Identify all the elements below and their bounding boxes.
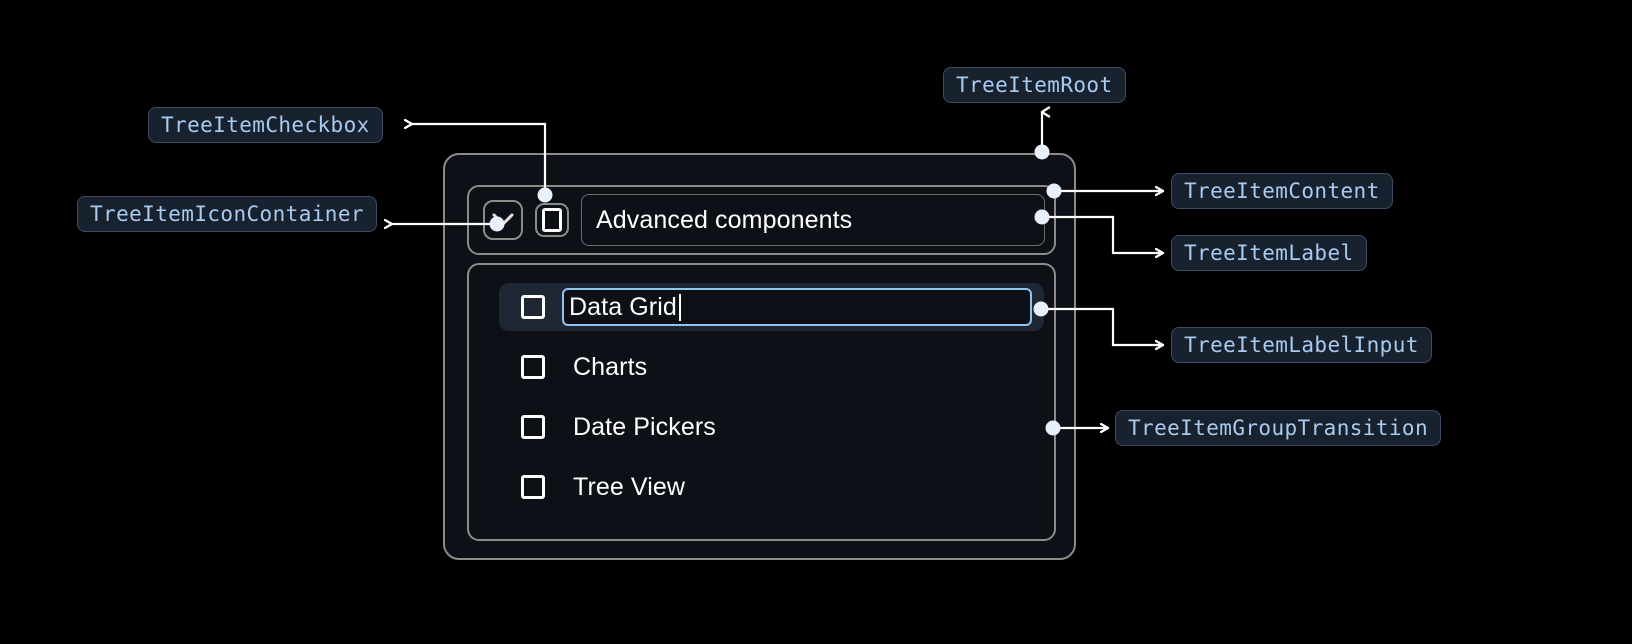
label-input-value: Data Grid: [569, 292, 677, 321]
child-checkbox-icon[interactable]: [521, 355, 545, 379]
child-checkbox-icon[interactable]: [521, 475, 545, 499]
chevron-down-icon: [492, 213, 514, 227]
tree-item-group-transition: Data Grid Charts Date Pickers Tree View: [467, 263, 1056, 541]
tree-item-content[interactable]: Advanced components: [467, 185, 1056, 255]
annotation-tree-item-label: TreeItemLabel: [1171, 235, 1367, 271]
text-caret: [678, 293, 681, 321]
tree-item-icon-container[interactable]: [483, 200, 523, 240]
list-item-label: Date Pickers: [573, 412, 716, 441]
annotation-tree-item-checkbox: TreeItemCheckbox: [148, 107, 383, 143]
annotation-tree-item-icon-container: TreeItemIconContainer: [77, 196, 377, 232]
tree-item-label-input[interactable]: Data Grid: [562, 288, 1032, 326]
list-item[interactable]: Tree View: [499, 463, 1044, 511]
tree-item-checkbox[interactable]: [535, 203, 569, 237]
list-item[interactable]: Charts: [499, 343, 1044, 391]
list-item-label: Tree View: [573, 472, 686, 501]
checkbox-box-icon: [542, 208, 562, 232]
list-item-label: Charts: [573, 352, 648, 381]
annotation-tree-item-label-input: TreeItemLabelInput: [1171, 327, 1432, 363]
annotation-tree-item-content: TreeItemContent: [1171, 173, 1393, 209]
list-item[interactable]: Date Pickers: [499, 403, 1044, 451]
child-checkbox-icon[interactable]: [521, 295, 545, 319]
child-checkbox-icon[interactable]: [521, 415, 545, 439]
annotation-tree-item-group-transition: TreeItemGroupTransition: [1115, 410, 1441, 446]
list-item[interactable]: Data Grid: [499, 283, 1044, 331]
tree-item-label-text: Advanced components: [596, 205, 853, 234]
tree-item-root[interactable]: Advanced components Data Grid Charts Dat…: [443, 153, 1076, 560]
tree-item-label[interactable]: Advanced components: [581, 194, 1045, 246]
annotation-tree-item-root: TreeItemRoot: [943, 67, 1126, 103]
